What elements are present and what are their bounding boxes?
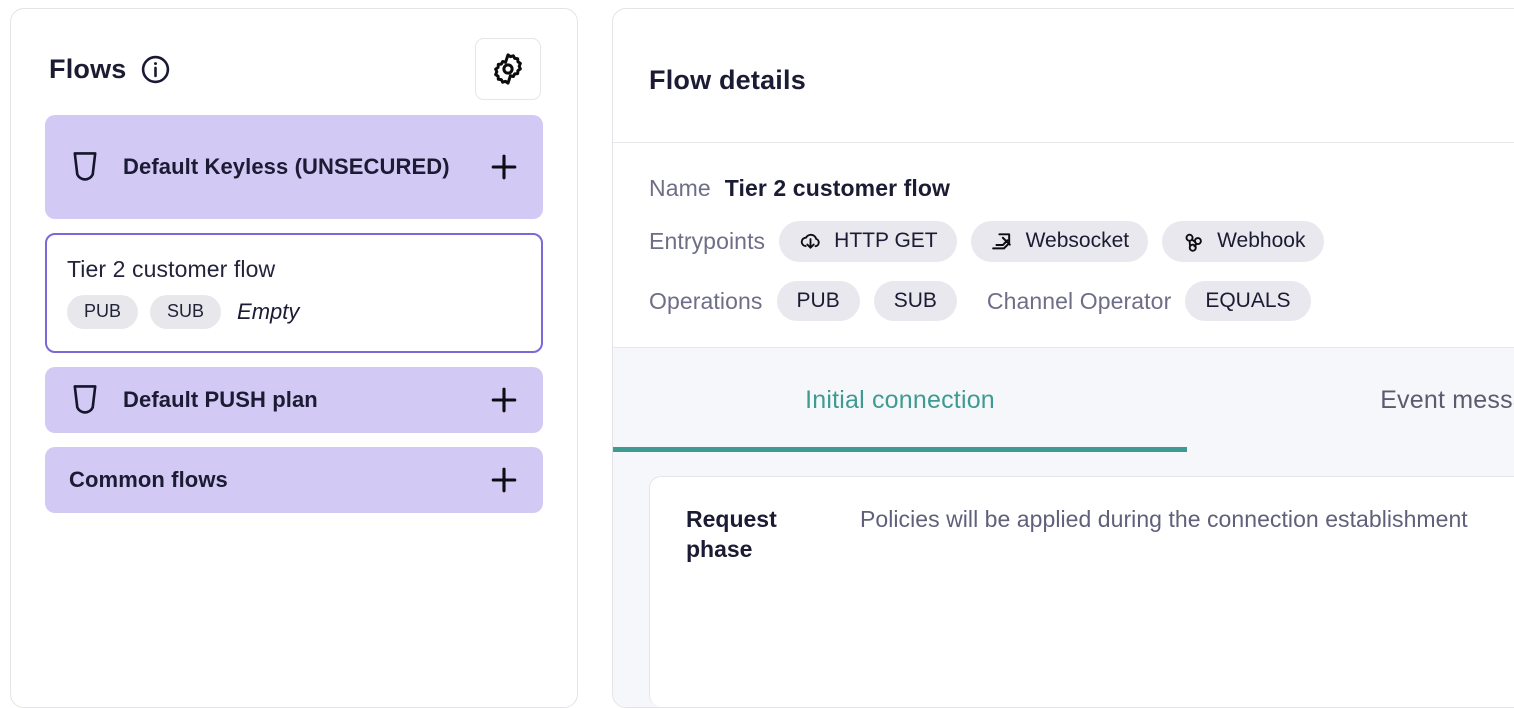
entrypoints-row: Entrypoints HTTP GET (649, 221, 1514, 262)
flow-item-label: Default PUSH plan (123, 387, 318, 413)
request-phase-description: Policies will be applied during the conn… (860, 506, 1468, 533)
flows-panel: Flows (10, 8, 578, 708)
tab-event-messages[interactable]: Event messages (1380, 385, 1514, 414)
entrypoint-label: HTTP GET (834, 229, 938, 253)
flows-panel-header: Flows (11, 9, 577, 100)
plus-icon[interactable] (487, 150, 521, 184)
entrypoint-label: Webhook (1217, 229, 1306, 253)
flow-item-label: Default Keyless (UNSECURED) (123, 154, 450, 180)
flow-status-label: Empty (237, 298, 300, 324)
webhook-icon (1181, 229, 1206, 254)
name-label: Name (649, 175, 711, 201)
flow-details-header: Flow details (613, 9, 1514, 143)
flow-item-label: Common flows (69, 467, 228, 493)
entrypoint-label: Websocket (1025, 229, 1130, 253)
flow-item-tags: PUB SUB Empty (67, 294, 519, 329)
entrypoints-label: Entrypoints (649, 228, 766, 254)
operations-row: Operations PUB SUB Channel Operator EQUA… (649, 281, 1514, 322)
info-circle-icon[interactable] (140, 54, 171, 85)
operation-tag-pub: PUB (67, 294, 139, 329)
request-phase-label: Request phase (686, 506, 777, 562)
entrypoint-chip-websocket[interactable]: Websocket (970, 221, 1149, 262)
channel-operator-label: Channel Operator (986, 287, 1172, 314)
flow-details-title: Flow details (649, 65, 806, 95)
plus-icon[interactable] (487, 383, 521, 417)
flows-title-group: Flows (49, 54, 171, 85)
page-title: Flows (49, 53, 127, 84)
flow-details-tabs: Initial connection Event messages (613, 348, 1514, 453)
gear-icon (489, 50, 527, 88)
flows-list: Default Keyless (UNSECURED) Tier 2 custo… (11, 89, 577, 513)
tab-initial-connection[interactable]: Initial connection (613, 348, 1187, 453)
flows-configuration-screen: Flows (10, 8, 1514, 708)
flow-details-metadata: Name Tier 2 customer flow Entrypoints HT… (613, 143, 1514, 349)
name-value: Tier 2 customer flow (724, 175, 951, 201)
tab-panel-initial-connection: Request phase Policies will be applied d… (613, 452, 1514, 707)
request-phase-card: Request phase Policies will be applied d… (649, 476, 1514, 707)
flow-details-panel: Flow details Name Tier 2 customer flow E… (612, 8, 1514, 708)
flow-item-tier-2-customer-flow[interactable]: Tier 2 customer flow PUB SUB Empty (45, 233, 543, 353)
flow-item-common-flows[interactable]: Common flows (45, 447, 543, 513)
plus-icon[interactable] (487, 463, 521, 497)
operation-chip-sub[interactable]: SUB (873, 281, 957, 322)
flow-item-default-keyless[interactable]: Default Keyless (UNSECURED) (45, 115, 543, 219)
settings-button[interactable] (475, 38, 541, 100)
tab-underline (613, 451, 1514, 452)
operations-label: Operations (649, 287, 763, 314)
operation-chip-pub[interactable]: PUB (776, 281, 860, 322)
shield-icon (69, 150, 123, 184)
flow-item-default-push-plan[interactable]: Default PUSH plan (45, 367, 543, 433)
websocket-icon (990, 229, 1015, 254)
shield-icon (69, 383, 123, 417)
operation-tag-sub: SUB (150, 294, 222, 329)
channel-operator-chip[interactable]: EQUALS (1185, 281, 1311, 322)
name-row: Name Tier 2 customer flow (649, 175, 1514, 202)
cloud-download-icon (798, 229, 823, 254)
entrypoint-chip-webhook[interactable]: Webhook (1162, 221, 1325, 262)
entrypoint-chip-http-get[interactable]: HTTP GET (779, 221, 957, 262)
flow-item-label: Tier 2 customer flow (67, 256, 276, 283)
